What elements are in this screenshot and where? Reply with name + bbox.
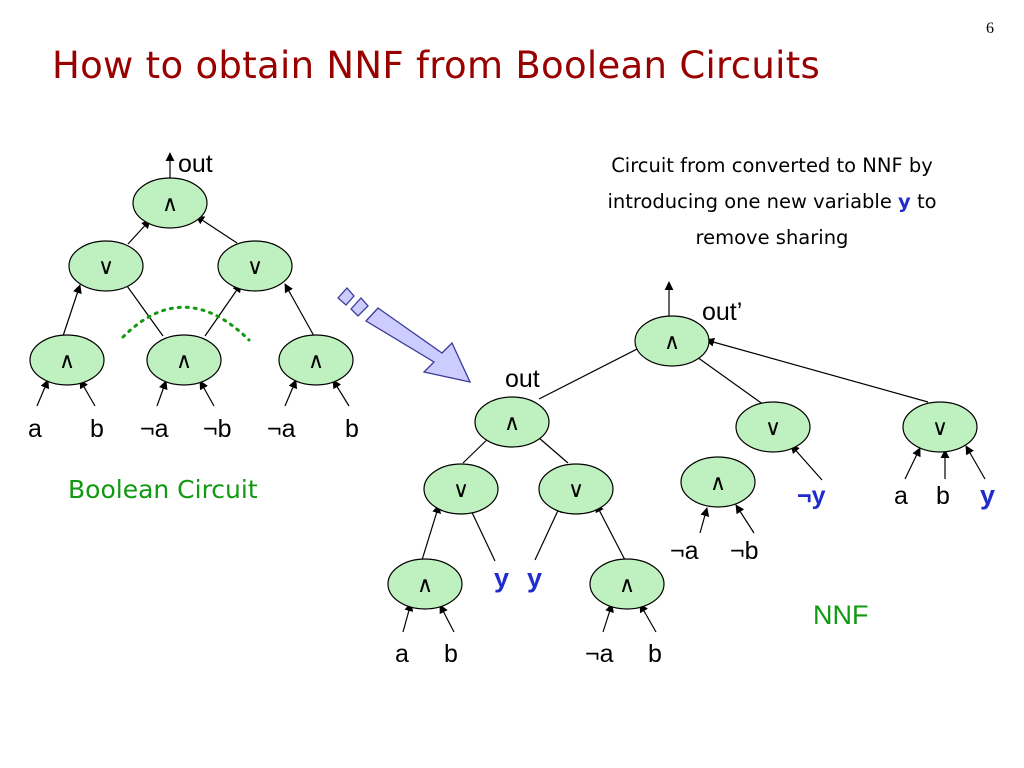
edge-left-not-a-2 [284, 379, 297, 407]
right-or-mid: ∨ [735, 401, 811, 453]
shared-node-dotted-arc [121, 305, 251, 342]
right-leaf-y-left: y [494, 563, 509, 593]
left-leaf-b: b [90, 415, 104, 443]
edge-right-a [402, 602, 414, 633]
and-symbol: ∧ [619, 572, 635, 597]
left-and-1: ∧ [29, 334, 105, 386]
edge-left-and2-to-or1 [121, 278, 164, 337]
right-leaf-a-3: a [894, 482, 908, 510]
left-and-2: ∧ [146, 334, 222, 386]
edge-right-and2-to-or2 [595, 503, 626, 561]
left-leaf-not-a: ¬a [140, 415, 169, 443]
left-and-3: ∧ [278, 334, 354, 386]
left-out-label: out [178, 150, 213, 178]
and-symbol: ∧ [664, 329, 680, 354]
edge-left-and1-to-or1 [62, 284, 82, 337]
edge-right-not-y [790, 444, 823, 481]
right-leaf-b-3: b [936, 482, 950, 510]
or-symbol: ∨ [932, 415, 948, 440]
right-edges [402, 281, 986, 633]
right-leaf-y-right: y [527, 563, 542, 593]
and-symbol: ∧ [504, 410, 520, 435]
caption-line-1: Circuit from converted to NNF by [611, 154, 933, 177]
edge-left-a [36, 379, 49, 407]
edge-left-and2-to-or2 [204, 283, 242, 337]
nnf-label: NNF [813, 600, 869, 630]
edge-left-or1-to-root [127, 219, 151, 245]
right-and-1: ∧ [387, 558, 463, 610]
caption-line-3: remove sharing [695, 226, 849, 249]
left-leaf-a: a [28, 415, 42, 443]
right-leaf-not-a-2: ¬a [670, 537, 699, 565]
and-symbol: ∧ [162, 191, 178, 216]
edge-left-not-b [199, 380, 215, 407]
conversion-arrow [337, 287, 472, 383]
edge-right-and1-to-or1 [421, 504, 441, 561]
boolean-circuit-label: Boolean Circuit [68, 475, 258, 504]
left-and-root: ∧ [132, 177, 208, 229]
and-symbol: ∧ [710, 470, 726, 495]
and-symbol: ∧ [176, 348, 192, 373]
right-leaf-b: b [444, 640, 458, 668]
edge-left-b-2 [332, 379, 350, 407]
caption-line-2-start: introducing one new variable [607, 190, 899, 213]
and-symbol: ∧ [417, 572, 433, 597]
right-and-top: ∧ [634, 315, 710, 367]
right-and-out: ∧ [474, 396, 550, 448]
left-leaf-not-b: ¬b [203, 415, 232, 443]
edge-right-a-3 [904, 447, 921, 480]
edge-right-b-2 [639, 603, 657, 633]
edge-left-and3-to-or2 [284, 283, 315, 337]
or-symbol: ∨ [98, 254, 114, 279]
and-symbol: ∧ [59, 348, 75, 373]
edge-left-not-a [156, 380, 168, 407]
caption-variable-y: y [898, 190, 911, 213]
edge-right-or-mid-to-top [689, 351, 765, 406]
right-or-2: ∨ [538, 463, 614, 515]
left-or-1: ∨ [68, 240, 144, 292]
edge-right-b [439, 604, 455, 633]
edge-right-not-b-2 [735, 504, 755, 534]
right-leaf-a: a [395, 640, 409, 668]
caption: Circuit from converted to NNF by introdu… [536, 148, 1008, 256]
edge-right-not-a-2 [699, 507, 710, 534]
left-or-2: ∨ [217, 240, 293, 292]
right-and-2: ∧ [589, 558, 665, 610]
page-number: 6 [986, 20, 994, 37]
or-symbol: ∨ [453, 477, 469, 502]
right-leaf-b-2: b [648, 640, 662, 668]
left-leaf-b-2: b [345, 415, 359, 443]
right-or-far: ∨ [902, 401, 978, 453]
edge-right-or-far-to-top [705, 337, 929, 403]
or-symbol: ∨ [247, 254, 263, 279]
right-out-label: out [505, 365, 540, 393]
edge-right-and-to-top [538, 344, 646, 400]
and-symbol: ∧ [308, 348, 324, 373]
edge-right-y-3 [965, 445, 986, 480]
right-or-1: ∨ [423, 463, 499, 515]
edge-left-or2-to-root [195, 215, 238, 244]
left-edges [36, 152, 350, 407]
right-leaf-not-y: ¬y [797, 482, 826, 510]
or-symbol: ∨ [568, 477, 584, 502]
edge-right-y-to-or1 [467, 503, 496, 562]
right-out-prime-label: out’ [702, 298, 742, 326]
caption-line-2: introducing one new variable y to [536, 184, 1008, 220]
caption-line-2-end: to [910, 190, 937, 213]
slide-title: How to obtain NNF from Boolean Circuits [52, 44, 821, 87]
edge-right-y-to-or2 [534, 503, 562, 561]
right-leaf-not-b-2: ¬b [730, 537, 759, 565]
or-symbol: ∨ [765, 415, 781, 440]
edge-right-not-a [602, 603, 614, 633]
right-leaf-not-a: ¬a [585, 640, 614, 668]
right-and-neg: ∧ [680, 456, 756, 508]
edge-left-b [79, 379, 96, 407]
not-y-text: ¬y [797, 482, 826, 510]
right-leaf-y-3: y [980, 480, 995, 510]
left-leaf-not-a-2: ¬a [267, 415, 296, 443]
